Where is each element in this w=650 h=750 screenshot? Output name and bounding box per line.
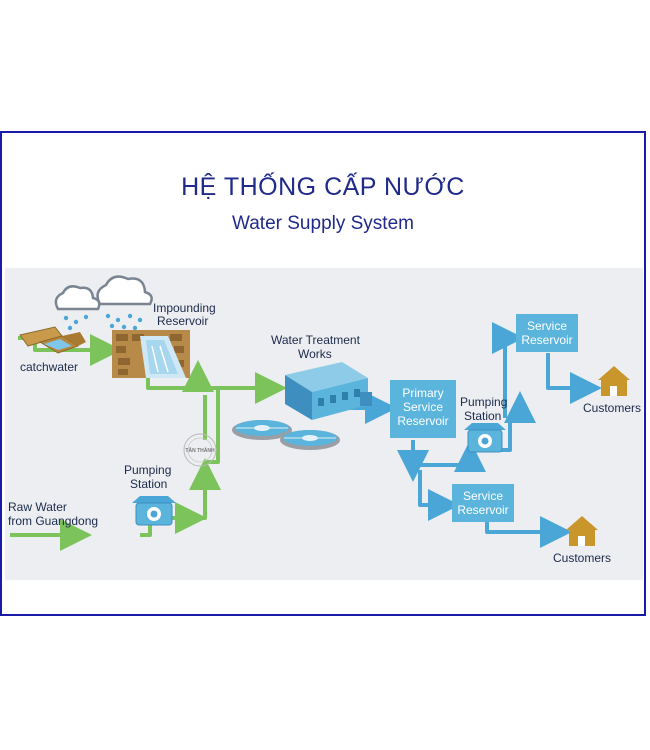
primary-service-reservoir-box: Primary Service Reservoir [390,380,456,438]
label-impounding-2: Reservoir [157,314,208,328]
pipe-primary-to-lower-service [418,470,460,521]
watermark-seal: TÂN THÀNH [183,433,217,467]
label-customers-upper: Customers [583,401,641,415]
impounding-reservoir-icon [112,330,190,378]
water-treatment-works-icon [285,362,372,420]
service-reservoir-lower-box: Service Reservoir [452,484,514,522]
house-icon-lower [566,516,598,546]
pipe-upper-riser [492,322,524,418]
raindrops-icon [63,313,143,331]
pipe-lower-service-to-customers [485,516,572,548]
pipe-pump-riser [189,458,221,520]
label-customers-lower: Customers [553,551,611,565]
lower-reservoir-label-1: Service [463,489,503,503]
pipe-pump2-to-upper [495,391,536,452]
pumping-station-2-icon [464,423,506,453]
label-raw-water-1: Raw Water [8,500,67,514]
clarifier-tanks-icon [232,420,340,450]
label-raw-water-2: from Guangdong [8,514,98,528]
cloud-right-icon [96,275,153,306]
label-pump1-1: Pumping [124,463,171,477]
pumping-station-1-icon [132,496,176,526]
rain-clouds [54,275,153,331]
label-impounding-1: Impounding [153,301,216,315]
label-pump2-1: Pumping [460,395,507,409]
label-pump1-2: Station [130,477,167,491]
page-title: HỆ THỐNG CẤP NƯỚC [181,173,465,201]
label-treatment-2: Works [298,347,332,361]
primary-reservoir-label-1: Primary [402,386,443,400]
upper-reservoir-label-2: Reservoir [521,333,572,347]
primary-reservoir-label-2: Service [403,400,443,414]
lower-reservoir-label-2: Reservoir [457,503,508,517]
label-catchwater: catchwater [20,360,78,374]
page-subtitle: Water Supply System [232,213,414,234]
watermark-text: TÂN THÀNH [185,447,215,454]
catchwater-icon [19,326,86,354]
label-treatment-1: Water Treatment [271,333,361,347]
upper-reservoir-label-1: Service [527,319,567,333]
pipe-upper-service-to-customers [546,353,602,404]
primary-reservoir-label-3: Reservoir [397,414,448,428]
pipe-primary-to-pump2 [413,440,486,472]
label-pump2-2: Station [464,409,501,423]
service-reservoir-upper-box: Service Reservoir [516,314,578,352]
cloud-left-icon [54,285,101,311]
house-icon-upper [598,366,630,396]
